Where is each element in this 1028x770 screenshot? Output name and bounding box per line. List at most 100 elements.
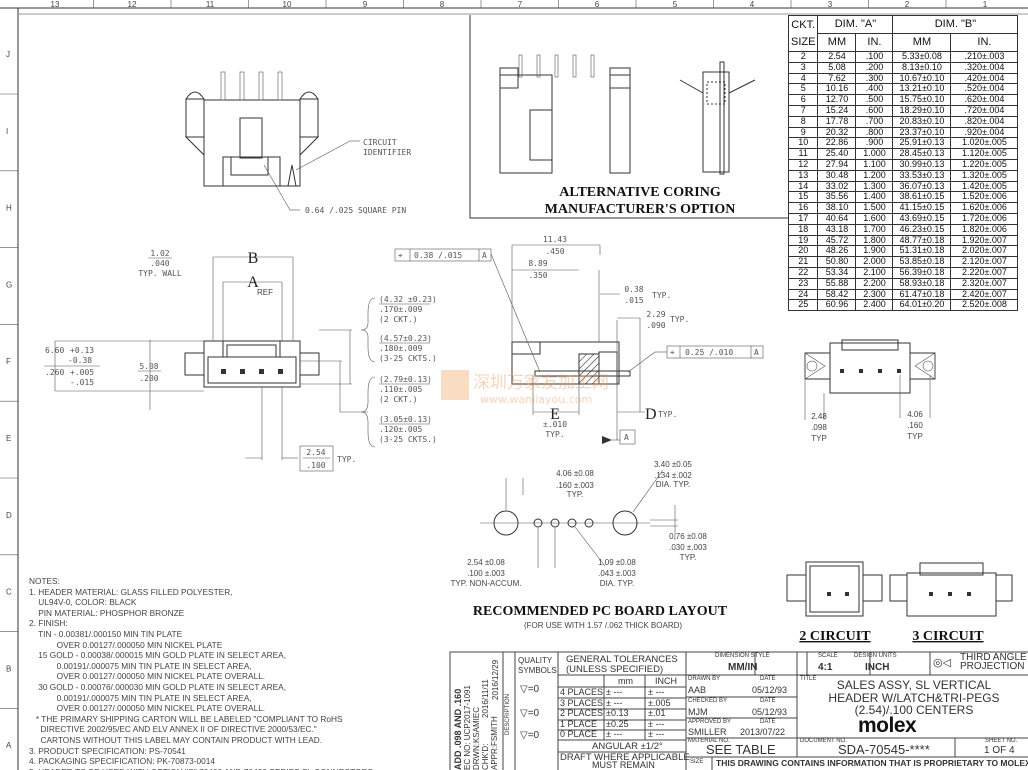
tolerance-cell: ± --- (606, 729, 623, 740)
proprietary-notice: THIS DRAWING CONTAINS INFORMATION THAT I… (716, 758, 1028, 768)
circuit-identifier-label: IDENTIFIER (363, 148, 411, 157)
note-line: NOTES: (29, 576, 60, 586)
table-cell: 15.24 (817, 104, 857, 117)
table-cell: 35.56 (817, 191, 857, 204)
column-marker: 7 (518, 0, 523, 9)
three-circuit-label: 3 CIRCUIT (912, 629, 984, 644)
table-cell: 27.94 (817, 158, 857, 171)
tolerance-cell: ±0.25 (606, 718, 629, 729)
approved-by: SMILLER (688, 727, 727, 737)
row-dim: (2.79±0.13) (379, 375, 432, 384)
pcb-dim: TYP. (680, 553, 697, 562)
table-cell: 2.400 (855, 299, 894, 312)
column-marker: 8 (440, 0, 445, 9)
row-marker: F (6, 357, 11, 366)
coring-subtitle: MANUFACTURER'S OPTION (545, 202, 736, 217)
sheet-label: SHEET NO. (985, 738, 1018, 744)
dim-b-header: DIM. "B" (892, 15, 1019, 34)
mm-header: MM (892, 33, 952, 52)
column-marker: 12 (128, 0, 137, 9)
drawing-frame (0, 7, 1028, 770)
pcb-dim: TYP. NON-ACCUM. (451, 579, 522, 588)
height-dim: -0.38 (68, 356, 92, 365)
table-cell: 15.75±0.10 (892, 94, 952, 106)
table-cell: 2.520±.008 (950, 299, 1019, 312)
table-cell: 58.42 (817, 288, 857, 301)
table-cell: 28.45±0.13 (892, 148, 952, 160)
three-circuit-drawing (889, 562, 1013, 617)
quality-value: =0 (527, 708, 540, 719)
tolerance-cell: 4 PLACES (560, 687, 604, 697)
pitch-typ: TYP. (337, 455, 356, 464)
table-cell: 22.86 (817, 137, 857, 150)
table-cell: 25 (787, 299, 819, 312)
draft-note: MUST REMAIN (592, 760, 655, 770)
side-dim: 2.29 (646, 310, 665, 319)
drawn-by: AAB (688, 685, 707, 695)
date-label: DATE (760, 698, 776, 704)
row-marker: E (6, 434, 11, 443)
table-cell: 5 (787, 83, 819, 96)
height2-dim: .200 (139, 374, 158, 383)
table-cell: .620±.004 (950, 94, 1019, 106)
table-cell: 11 (787, 148, 819, 160)
dimension-table: CKT.SIZE DIM. "A" DIM. "B" MM IN. MM IN.… (787, 15, 1019, 312)
table-cell: 2.54 (817, 51, 857, 63)
table-cell: 53.85±0.18 (892, 256, 952, 268)
row-dim: (2 CKT.) (379, 395, 418, 404)
wall-dim: .040 (150, 259, 169, 268)
tolerance-cell: ±.01 (648, 708, 666, 719)
table-cell: .920±.004 (950, 126, 1019, 139)
row-dim: (3-25 CKTS.) (379, 435, 437, 444)
table-cell: 2.300 (855, 288, 894, 301)
table-cell: 18 (787, 223, 819, 236)
table-cell: 1.400 (855, 191, 894, 204)
right-dim: TYP (907, 432, 923, 441)
table-cell: 38.10 (817, 202, 857, 214)
side-dim: .350 (528, 271, 547, 280)
table-cell: 1.500 (855, 202, 894, 214)
position-tolerance-frame-2: ⌖ (666, 345, 764, 359)
bottom-view-drawing (804, 339, 936, 420)
table-cell: .400 (855, 83, 894, 96)
table-cell: 2.120±.007 (950, 256, 1019, 268)
table-cell: 5.33±0.08 (892, 51, 952, 63)
table-cell: 1.300 (855, 180, 894, 193)
table-cell: .720±.004 (950, 104, 1019, 117)
tolerance-cell: ± --- (648, 729, 665, 740)
note-line: OVER 0.00127/.000050 MIN NICKEL PLATE OV… (29, 671, 266, 682)
table-cell: 58.93±0.18 (892, 277, 952, 290)
row-marker: H (6, 204, 12, 213)
scale-label: SCALE (818, 653, 838, 659)
row-marker: G (6, 280, 12, 289)
row-dim: (3.05±0.13) (379, 415, 432, 424)
table-cell: 43.69±0.15 (892, 212, 952, 225)
table-cell: 23.37±0.10 (892, 126, 952, 139)
table-cell: 22 (787, 266, 819, 279)
column-marker: 10 (283, 0, 292, 9)
molex-logo: molex (858, 714, 917, 737)
table-cell: 7 (787, 104, 819, 117)
table-cell: 33.53±0.13 (892, 169, 952, 182)
pcb-dim: DIA. TYP. (600, 579, 634, 588)
row-marker: J (6, 50, 10, 59)
mm-header: MM (817, 33, 857, 52)
row-marker: C (6, 588, 12, 597)
table-cell: 9 (787, 126, 819, 139)
note-line: 4. PACKAGING SPECIFICATION: PK-70873-001… (29, 756, 215, 767)
tolerance-cell: ±0.13 (606, 708, 629, 719)
table-cell: 16 (787, 202, 819, 214)
title-line: HEADER W/LATCH&TRI-PEGS (828, 690, 1000, 705)
table-cell: 2.320±.007 (950, 277, 1019, 290)
table-cell: 19 (787, 234, 819, 247)
title-line: (2.54)/.100 CENTERS (854, 703, 974, 717)
